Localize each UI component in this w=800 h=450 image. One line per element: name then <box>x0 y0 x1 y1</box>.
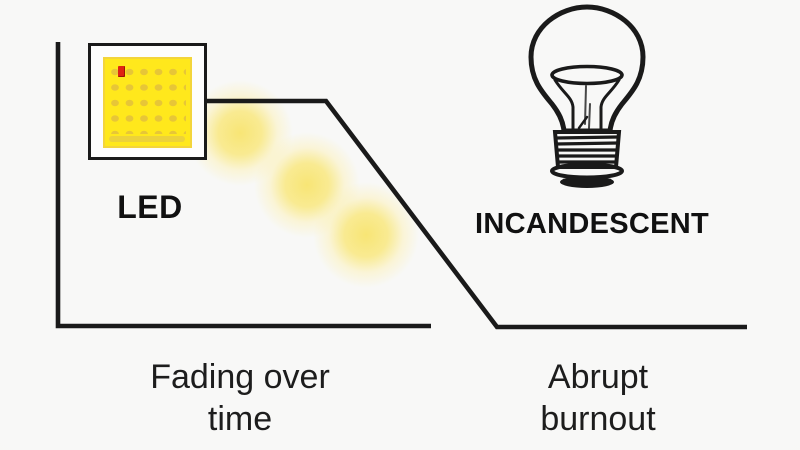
led-caption-line2: time <box>207 400 273 438</box>
led-glow-dot-3 <box>311 180 421 290</box>
incandescent-caption-line2: burnout <box>540 400 656 438</box>
luminosity-axis <box>55 42 431 329</box>
led-indicator-dot-icon <box>118 66 125 77</box>
led-contact-bar <box>109 136 185 142</box>
incandescent-label: INCANDESCENT <box>475 208 709 240</box>
led-caption: Fading over time <box>90 356 390 440</box>
decay-curve <box>200 98 747 330</box>
incandescent-caption-line1: Abrupt <box>547 358 649 396</box>
led-caption-line1: Fading over <box>150 358 330 396</box>
incandescent-caption: Abrupt burnout <box>448 356 748 440</box>
led-chip-die <box>103 57 192 148</box>
led-label: LED <box>117 189 183 225</box>
incandescent-bulb-icon <box>528 4 646 188</box>
led-chip-icon <box>88 43 207 160</box>
